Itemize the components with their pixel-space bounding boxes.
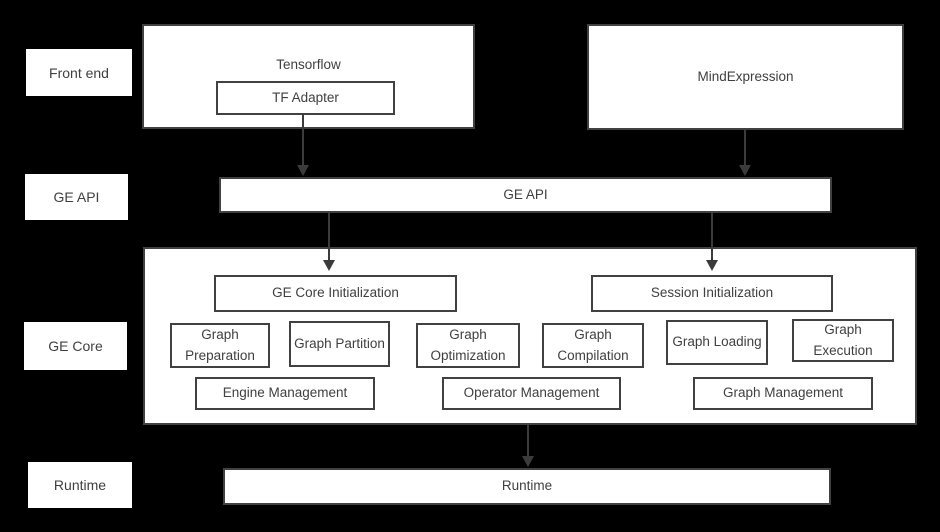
graph-management-box: Graph Management — [693, 377, 873, 410]
arrow-tf-adapter-to-ge-api — [297, 113, 309, 176]
graph-compilation-box: Graph Compilation — [542, 323, 644, 368]
operator-management-box: Operator Management — [442, 377, 621, 410]
graph-partition-box: Graph Partition — [289, 321, 390, 367]
arrow-shaft — [744, 130, 746, 165]
arrow-shaft — [302, 113, 304, 165]
row-label-ge-core: GE Core — [24, 322, 127, 370]
arrow-down-icon — [522, 456, 534, 467]
graph-optimization-box: Graph Optimization — [416, 323, 520, 368]
mindexpression-box: MindExpression — [587, 24, 904, 130]
tensorflow-box: Tensorflow TF Adapter — [142, 24, 475, 129]
ge-core-initialization-box: GE Core Initialization — [214, 275, 457, 312]
arrow-ge-core-to-runtime — [522, 425, 534, 467]
graph-execution-box: Graph Execution — [792, 319, 894, 362]
engine-management-box: Engine Management — [195, 377, 375, 410]
row-label-runtime: Runtime — [28, 462, 132, 508]
row-label-front-end: Front end — [26, 49, 132, 96]
tensorflow-label: Tensorflow — [276, 57, 341, 72]
session-initialization-box: Session Initialization — [591, 275, 833, 312]
arrow-down-icon — [739, 165, 751, 176]
arrow-mindexpression-to-ge-api — [739, 130, 751, 176]
ge-api-bar: GE API — [219, 177, 832, 213]
ge-core-box: GE Core Initialization Session Initializ… — [143, 247, 917, 425]
arrow-shaft — [711, 213, 713, 260]
arrow-shaft — [328, 213, 330, 260]
arrow-down-icon — [323, 260, 335, 271]
graph-loading-box: Graph Loading — [666, 320, 768, 365]
tf-adapter-box: TF Adapter — [216, 81, 395, 115]
arrow-ge-api-to-session-init — [706, 213, 718, 271]
arrow-ge-api-to-ge-core-init — [323, 213, 335, 271]
arrow-down-icon — [706, 260, 718, 271]
row-label-ge-api: GE API — [25, 174, 128, 220]
runtime-bar: Runtime — [223, 468, 831, 505]
graph-preparation-box: Graph Preparation — [170, 323, 270, 368]
arrow-down-icon — [297, 165, 309, 176]
arrow-shaft — [527, 425, 529, 456]
